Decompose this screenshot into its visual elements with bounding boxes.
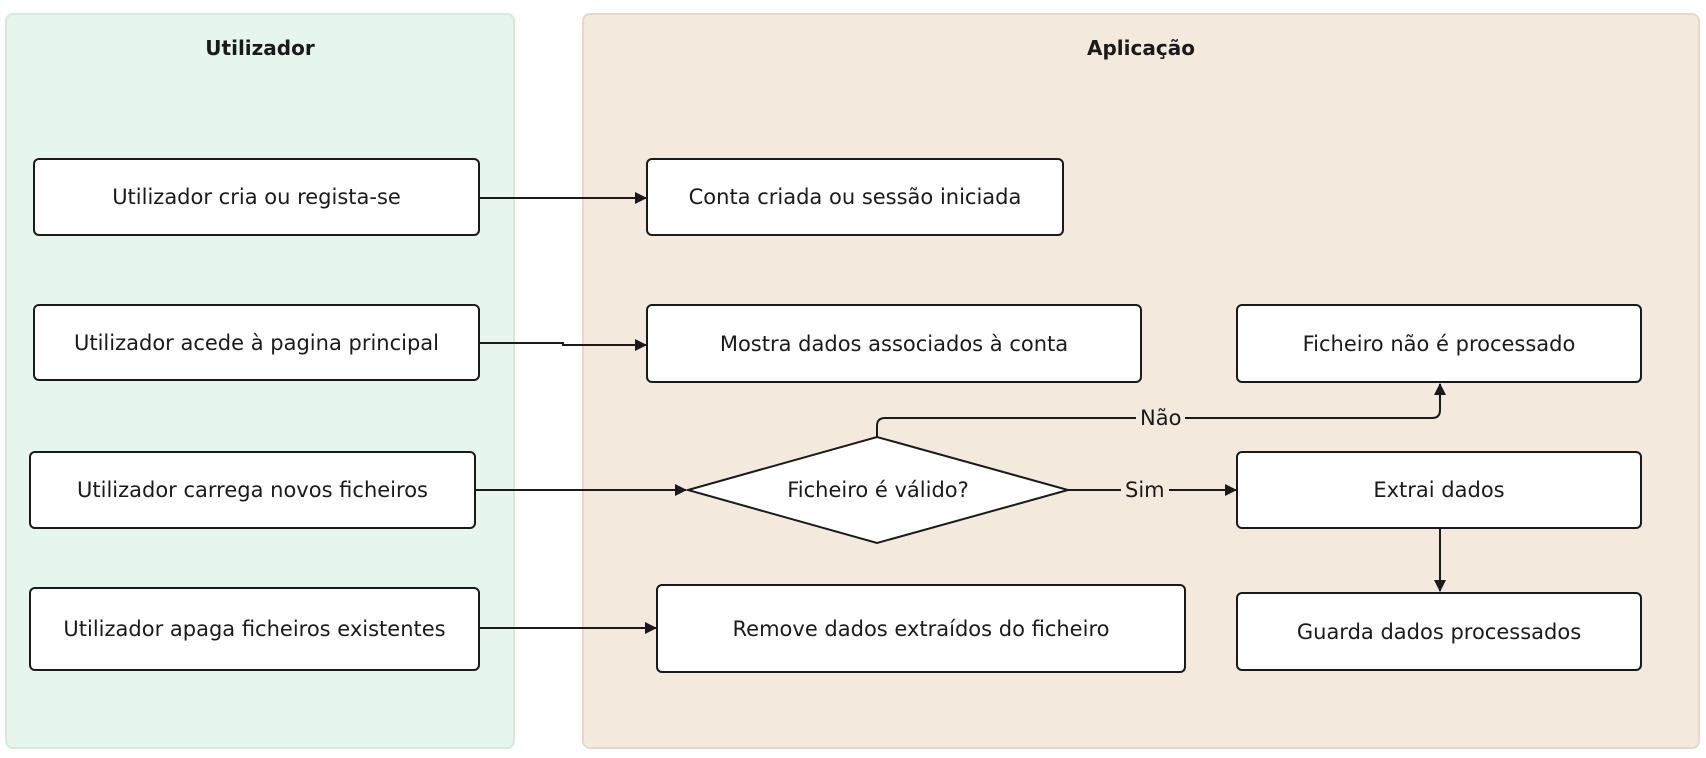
decision-label: Ficheiro é válido? bbox=[787, 478, 969, 502]
app-account-created-box: Conta criada ou sessão iniciada bbox=[646, 158, 1064, 236]
user-create-account-box: Utilizador cria ou regista-se bbox=[33, 158, 480, 236]
edge-label-yes: Sim bbox=[1121, 477, 1169, 503]
user-upload-files-box: Utilizador carrega novos ficheiros bbox=[29, 451, 476, 529]
app-show-data-box: Mostra dados associados à conta bbox=[646, 304, 1142, 383]
app-remove-data-box: Remove dados extraídos do ficheiro bbox=[656, 584, 1186, 673]
user-delete-files-box: Utilizador apaga ficheiros existentes bbox=[29, 587, 480, 671]
app-not-processed-box: Ficheiro não é processado bbox=[1236, 304, 1642, 383]
lane-title-utilizador: Utilizador bbox=[205, 36, 315, 60]
app-save-data-box: Guarda dados processados bbox=[1236, 592, 1642, 671]
app-extract-data-box: Extrai dados bbox=[1236, 451, 1642, 529]
user-open-home-box: Utilizador acede à pagina principal bbox=[33, 304, 480, 381]
lane-title-aplicacao: Aplicação bbox=[1087, 36, 1195, 60]
edge-label-no: Não bbox=[1136, 405, 1186, 431]
